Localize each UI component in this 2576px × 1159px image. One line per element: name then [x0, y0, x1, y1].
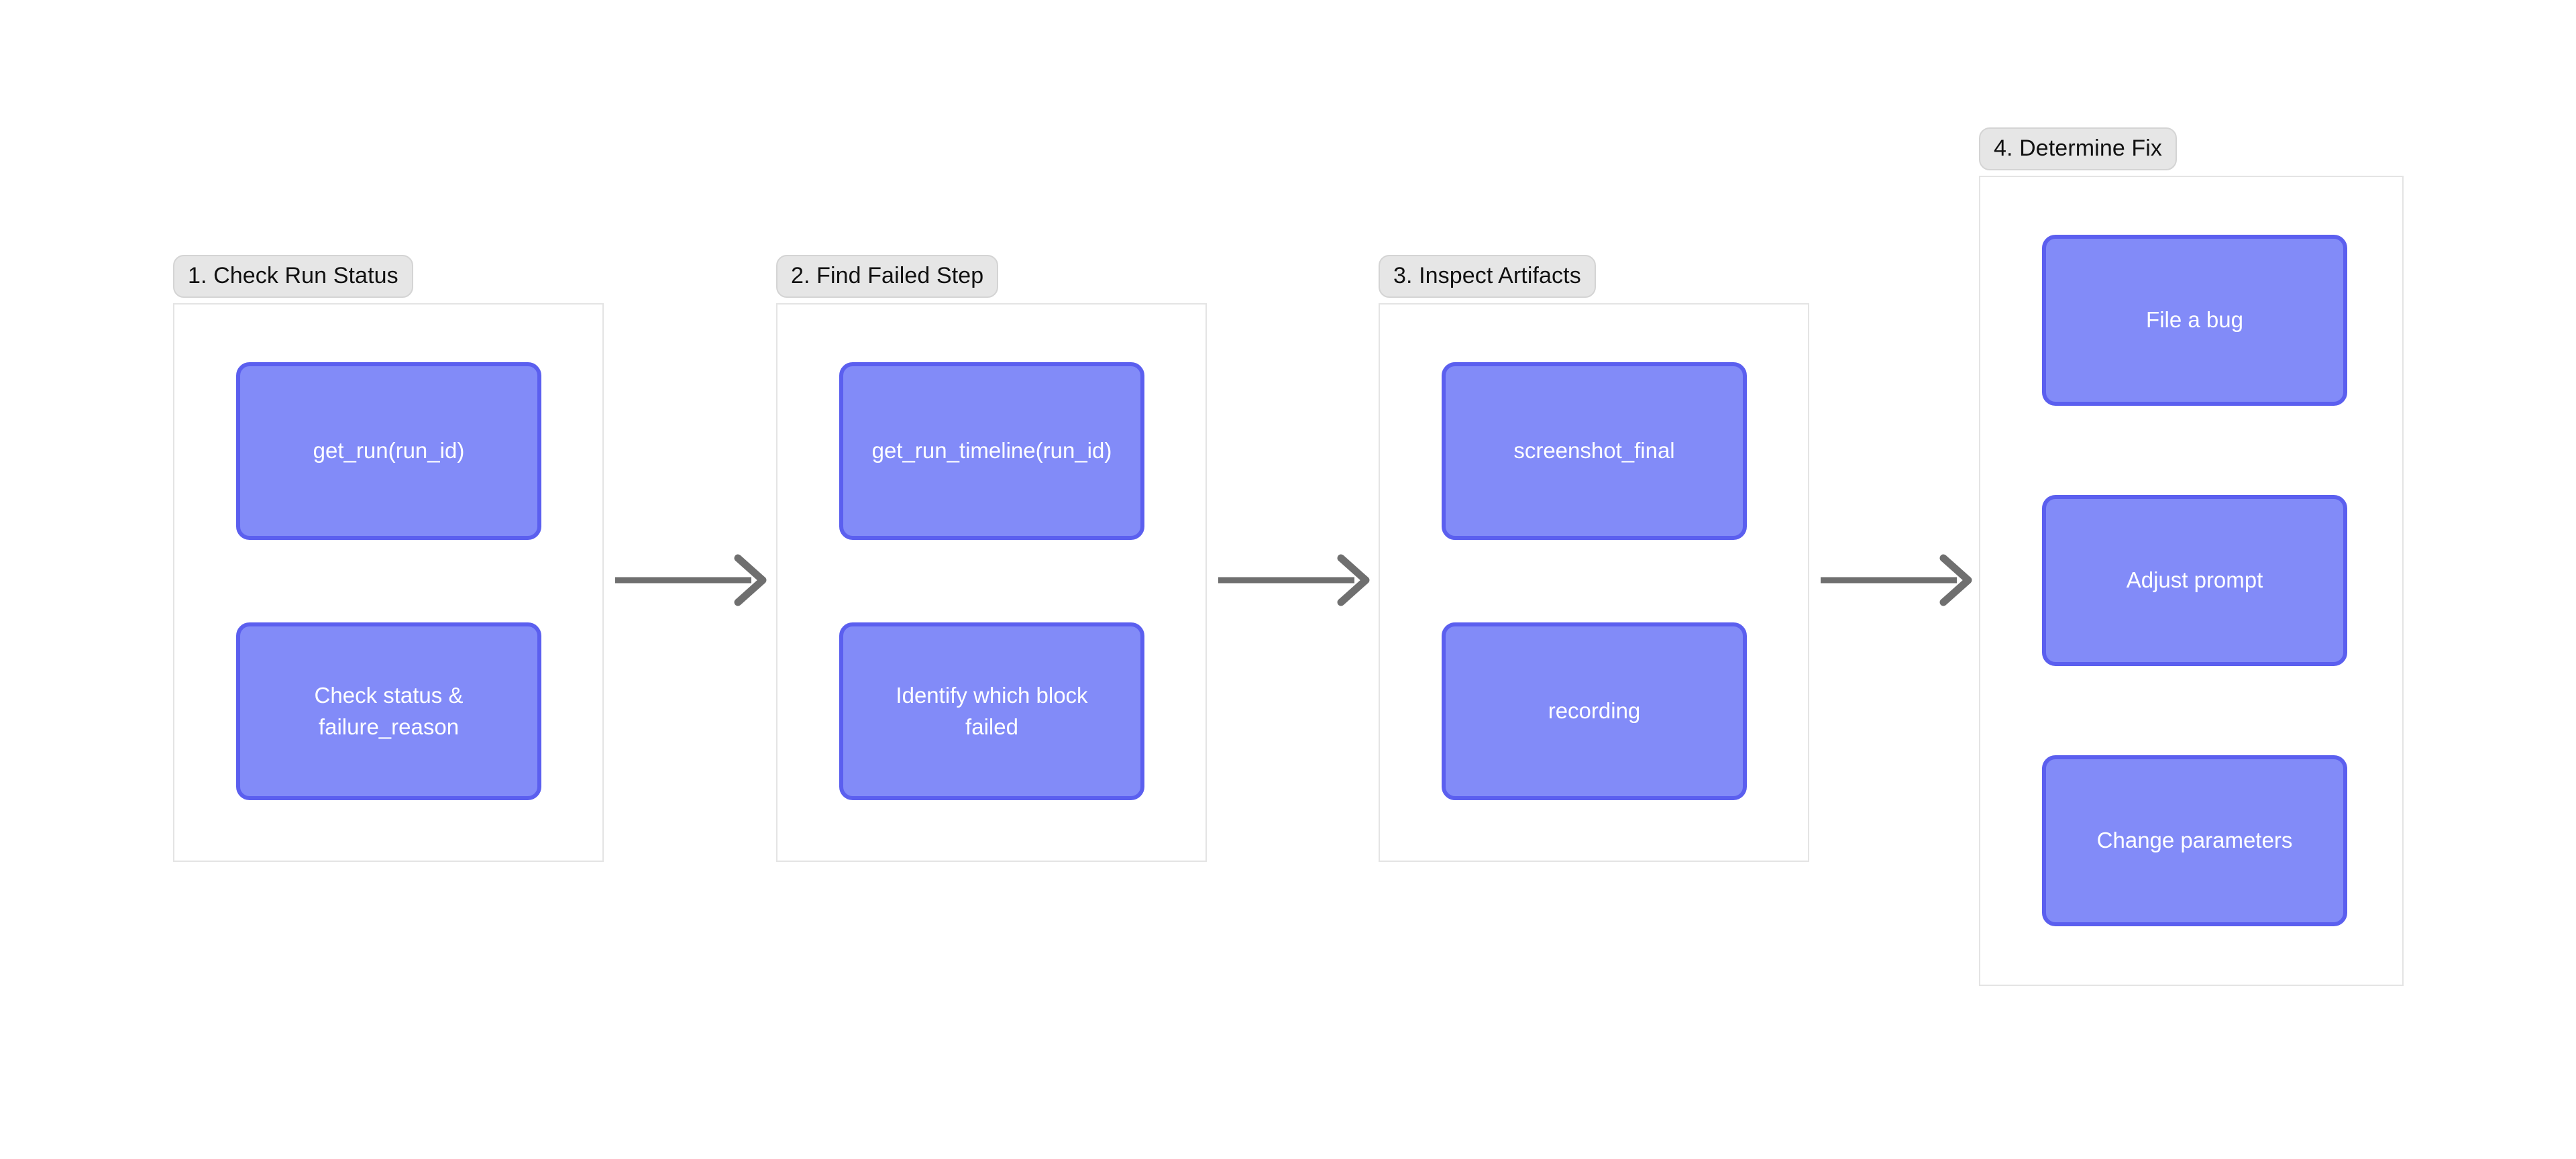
node-check-status[interactable]: Check status & failure_reason — [236, 622, 541, 800]
group-label-determine-fix: 4. Determine Fix — [1979, 127, 2178, 170]
group-label-find-failed-step: 2. Find Failed Step — [776, 255, 999, 298]
node-get-run[interactable]: get_run(run_id) — [236, 362, 541, 540]
node-change-parameters[interactable]: Change parameters — [2042, 755, 2347, 926]
node-recording[interactable]: recording — [1442, 622, 1747, 800]
arrow-right-icon-2-3 — [1217, 543, 1373, 617]
node-file-a-bug[interactable]: File a bug — [2042, 235, 2347, 406]
node-adjust-prompt[interactable]: Adjust prompt — [2042, 495, 2347, 666]
group-label-inspect-artifacts: 3. Inspect Artifacts — [1379, 255, 1596, 298]
node-get-run-timeline[interactable]: get_run_timeline(run_id) — [839, 362, 1144, 540]
group-label-check-run-status: 1. Check Run Status — [173, 255, 413, 298]
arrow-right-icon-1-2 — [614, 543, 769, 617]
arrow-right-icon-3-4 — [1819, 543, 1975, 617]
node-identify-block[interactable]: Identify which block failed — [839, 622, 1144, 800]
node-screenshot-final[interactable]: screenshot_final — [1442, 362, 1747, 540]
